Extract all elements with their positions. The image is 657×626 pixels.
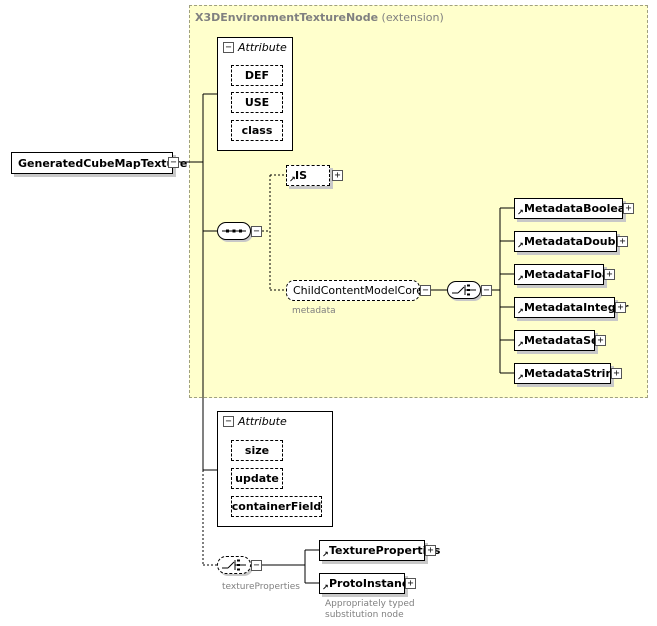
texture-choice-caption: textureProperties bbox=[222, 582, 300, 592]
sequence-icon bbox=[222, 229, 246, 233]
metadata-float-node[interactable]: ↗ MetadataFloat bbox=[514, 264, 615, 285]
extension-suffix: (extension) bbox=[381, 11, 444, 24]
metadata-string-node[interactable]: ↗ MetadataString bbox=[514, 363, 621, 384]
texture-properties-node[interactable]: ↗ TextureProperties bbox=[319, 540, 440, 561]
reference-arrow-icon: ↗ bbox=[517, 208, 524, 217]
reference-arrow-icon: ↗ bbox=[517, 241, 524, 250]
attribute-use[interactable]: USE bbox=[231, 92, 283, 113]
collapse-icon[interactable]: − bbox=[251, 226, 262, 237]
expand-icon[interactable]: + bbox=[604, 269, 615, 280]
collapse-icon[interactable]: − bbox=[223, 416, 234, 427]
expand-icon[interactable]: + bbox=[332, 170, 343, 181]
child-content-label: ChildContentModelCore bbox=[293, 284, 423, 297]
extension-name: X3DEnvironmentTextureNode bbox=[195, 11, 379, 24]
child-content-node[interactable]: ChildContentModelCore bbox=[286, 280, 423, 301]
attribute-group-title: Attribute bbox=[238, 415, 287, 428]
attribute-group-title: Attribute bbox=[238, 41, 287, 54]
metadata-double-node[interactable]: ↗ MetadataDouble bbox=[514, 231, 627, 252]
extension-title: X3DEnvironmentTextureNode (extension) bbox=[195, 11, 444, 24]
attribute-def[interactable]: DEF bbox=[231, 65, 283, 86]
metadata-boolean-label: MetadataBoolean bbox=[524, 202, 634, 215]
metadata-set-label: MetadataSet bbox=[524, 334, 604, 347]
collapse-icon[interactable]: − bbox=[251, 560, 262, 571]
proto-instance-note-line1: Appropriately typed bbox=[325, 599, 415, 609]
metadata-integer-label: MetadataInteger bbox=[524, 301, 629, 314]
metadata-set-node[interactable]: ↗ MetadataSet bbox=[514, 330, 604, 351]
expand-icon[interactable]: + bbox=[405, 578, 416, 589]
sequence-compositor[interactable] bbox=[217, 222, 251, 240]
metadata-float-label: MetadataFloat bbox=[524, 268, 615, 281]
child-content-caption: metadata bbox=[292, 306, 336, 316]
choice-icon bbox=[452, 284, 476, 296]
root-node[interactable]: GeneratedCubeMapTexture bbox=[11, 152, 187, 174]
expand-icon[interactable]: + bbox=[623, 203, 634, 214]
root-node-label: GeneratedCubeMapTexture bbox=[18, 156, 188, 170]
attribute-size[interactable]: size bbox=[231, 440, 283, 461]
reference-arrow-icon: ↗ bbox=[322, 550, 329, 559]
expand-icon[interactable]: + bbox=[425, 545, 436, 556]
is-node[interactable]: ↗ IS bbox=[286, 165, 330, 186]
attribute-container-field[interactable]: containerField bbox=[231, 496, 322, 517]
choice-compositor[interactable] bbox=[447, 281, 481, 299]
reference-arrow-icon: ↗ bbox=[517, 307, 524, 316]
expand-icon[interactable]: + bbox=[617, 236, 628, 247]
attribute-update[interactable]: update bbox=[231, 468, 283, 489]
collapse-icon[interactable]: − bbox=[223, 42, 234, 53]
reference-arrow-icon: ↗ bbox=[517, 340, 524, 349]
proto-instance-note-line2: substitution node bbox=[325, 610, 404, 620]
collapse-icon[interactable]: − bbox=[420, 285, 431, 296]
reference-arrow-icon: ↗ bbox=[289, 175, 296, 184]
expand-icon[interactable]: + bbox=[595, 335, 606, 346]
metadata-double-label: MetadataDouble bbox=[524, 235, 627, 248]
proto-instance-label: ProtoInstance bbox=[329, 577, 416, 590]
collapse-icon[interactable]: − bbox=[481, 285, 492, 296]
proto-instance-node[interactable]: ↗ ProtoInstance bbox=[319, 573, 416, 594]
metadata-integer-node[interactable]: ↗ MetadataInteger bbox=[514, 297, 628, 318]
reference-arrow-icon: ↗ bbox=[322, 583, 329, 592]
texture-choice-compositor[interactable] bbox=[217, 556, 251, 574]
attribute-class[interactable]: class bbox=[231, 120, 283, 141]
collapse-icon[interactable]: − bbox=[168, 157, 179, 168]
expand-icon[interactable]: + bbox=[615, 302, 626, 313]
reference-arrow-icon: ↗ bbox=[517, 274, 524, 283]
choice-icon bbox=[222, 559, 246, 571]
reference-arrow-icon: ↗ bbox=[517, 373, 524, 382]
metadata-boolean-node[interactable]: ↗ MetadataBoolean bbox=[514, 198, 633, 219]
expand-icon[interactable]: + bbox=[611, 368, 622, 379]
metadata-string-label: MetadataString bbox=[524, 367, 622, 380]
texture-properties-label: TextureProperties bbox=[329, 544, 441, 557]
is-node-label: IS bbox=[295, 169, 308, 182]
